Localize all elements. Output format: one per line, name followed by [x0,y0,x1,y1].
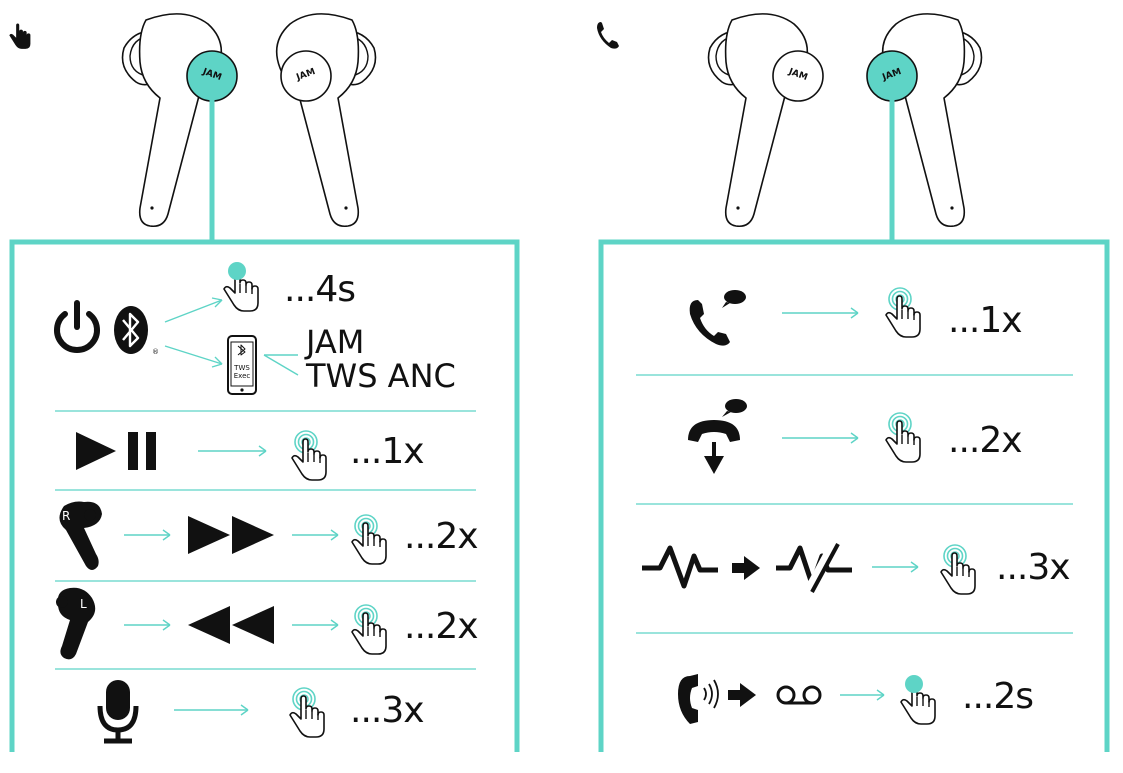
earbud-side-label: L [80,597,87,611]
right-earbud-illustration [866,13,983,228]
press-hold-hand-icon [223,262,259,312]
muted-wave-icon [776,540,852,593]
tap-hand-icon [351,514,387,565]
tap-count-label: ...1x [350,431,425,472]
arrow [198,445,267,457]
fast-forward-icon [188,516,274,554]
tap-count-label: ...2x [948,420,1023,461]
arrow [292,529,339,541]
smartphone-icon [227,335,257,395]
arrow [782,432,859,444]
tap-count-label: ...2x [404,606,479,647]
microphone-icon [97,680,139,744]
arrow [292,619,339,631]
phone-screen-text: TWS [234,364,250,372]
tap-count-label: ...3x [996,547,1071,588]
rewind-icon [188,606,274,644]
bluetooth-icon [114,306,148,354]
arrow [782,307,859,319]
arrow [124,529,171,541]
power-icon [54,300,100,353]
left-earbud-illustration [707,13,824,228]
left-panel: ® [9,13,520,752]
voicemail-icon [776,685,822,705]
arrow-right-icon [728,683,756,707]
arrow [840,689,885,701]
tap-hand-icon [289,687,325,738]
phone-icon [597,22,619,49]
sound-wave-icon [642,545,718,589]
left-panel-frame [9,239,520,752]
incoming-call-icon [678,674,719,724]
play-pause-icon [76,432,156,470]
arrow [872,561,919,573]
press-hold-hand-icon [900,675,936,725]
phone-screen-text: Exec [233,372,251,380]
tap-hand-icon [885,287,921,338]
right-panel [597,13,1110,752]
left-earbud-illustration [121,13,238,228]
hand-touch-icon [9,23,31,49]
tap-count-label: ...1x [948,300,1023,341]
tap-count-label: ...3x [350,690,425,731]
arrow-right-icon [732,556,760,580]
right-earbud-icon [59,501,102,570]
device-name-line1: JAM [306,323,365,361]
right-earbud-illustration [275,13,377,228]
registered-mark: ® [152,348,159,356]
press-duration-label: ...4s [284,269,356,310]
device-name-line2: TWS ANC [306,357,456,395]
earbud-side-label: R [62,509,71,523]
end-call-icon [688,399,747,474]
right-panel-frame [598,239,1110,752]
arrow [174,704,249,716]
tap-hand-icon [940,544,976,595]
arrow [124,619,171,631]
press-duration-label: ...2s [962,676,1034,717]
left-earbud-icon [56,587,96,660]
tap-hand-icon [291,430,327,481]
answer-call-icon [689,290,746,346]
tap-hand-icon [351,604,387,655]
tap-hand-icon [885,412,921,463]
tap-count-label: ...2x [404,516,479,557]
